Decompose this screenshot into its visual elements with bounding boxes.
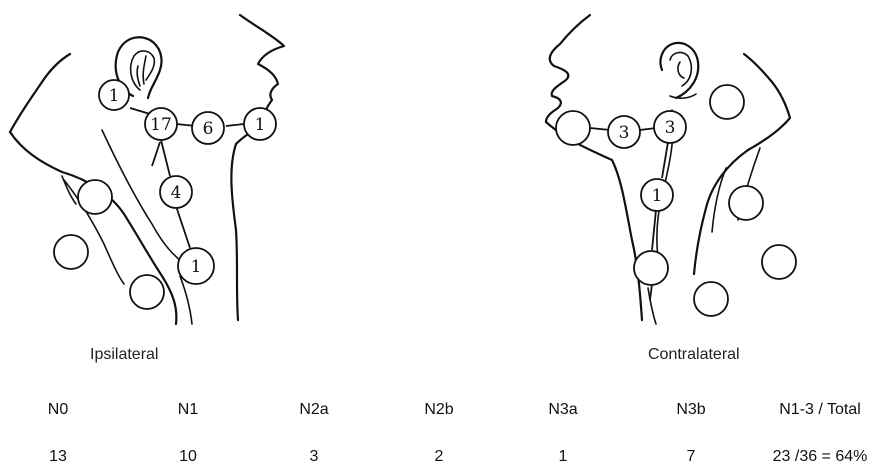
node-contralateral-mid-jugular: 1 <box>641 179 673 211</box>
stat-value-n2a: 3 <box>259 448 369 466</box>
node-contralateral-posterior-low <box>694 282 728 316</box>
node-ipsilateral-submental: 1 <box>244 108 276 140</box>
node-contralateral-upper-jugular: 3 <box>654 111 686 143</box>
node-ipsilateral-posterior-upper <box>78 180 112 214</box>
contralateral-nodes: 3 3 1 <box>556 85 796 316</box>
stat-header-n2a: N2a <box>259 401 369 419</box>
node-ipsilateral-submandibular: 6 <box>192 112 224 144</box>
svg-text:3: 3 <box>665 118 676 138</box>
stat-header-n0: N0 <box>3 401 113 419</box>
node-ipsilateral-mid-jugular: 4 <box>160 176 192 208</box>
stat-header-n3a: N3a <box>508 401 618 419</box>
node-ipsilateral-posterior-low <box>130 275 164 309</box>
node-ipsilateral-preauricular: 1 <box>99 80 129 110</box>
node-contralateral-preauricular <box>710 85 744 119</box>
ipsilateral-label: Ipsilateral <box>90 346 158 364</box>
svg-text:1: 1 <box>109 86 120 106</box>
stat-header-n2b: N2b <box>384 401 494 419</box>
stat-value-n2b: 2 <box>384 448 494 466</box>
svg-text:4: 4 <box>171 183 182 203</box>
stat-value-total: 23 /36 = 64% <box>758 448 882 466</box>
node-ipsilateral-low-jugular: 1 <box>178 248 214 284</box>
stat-header-n3b: N3b <box>636 401 746 419</box>
node-contralateral-posterior-upper <box>729 186 763 220</box>
stat-value-n3a: 1 <box>508 448 618 466</box>
svg-text:1: 1 <box>191 257 202 277</box>
svg-text:6: 6 <box>203 119 214 139</box>
node-contralateral-low-jugular <box>634 251 668 285</box>
svg-text:17: 17 <box>150 115 172 135</box>
contralateral-neck-outline <box>546 15 790 324</box>
stat-header-total: N1-3 / Total <box>760 401 880 419</box>
node-ipsilateral-posterior-mid <box>54 235 88 269</box>
node-contralateral-submandibular: 3 <box>608 116 640 148</box>
stat-value-n1: 10 <box>133 448 243 466</box>
node-contralateral-submental <box>556 111 590 145</box>
svg-text:3: 3 <box>619 123 630 143</box>
stat-header-n1: N1 <box>133 401 243 419</box>
svg-text:1: 1 <box>652 186 663 206</box>
svg-text:1: 1 <box>255 115 266 135</box>
ipsilateral-nodes: 1 17 6 1 4 1 <box>54 80 276 309</box>
node-contralateral-posterior-mid <box>762 245 796 279</box>
contralateral-label: Contralateral <box>648 346 740 364</box>
stat-value-n3b: 7 <box>636 448 746 466</box>
stat-value-n0: 13 <box>3 448 113 466</box>
node-ipsilateral-upper-jugular: 17 <box>145 108 177 140</box>
